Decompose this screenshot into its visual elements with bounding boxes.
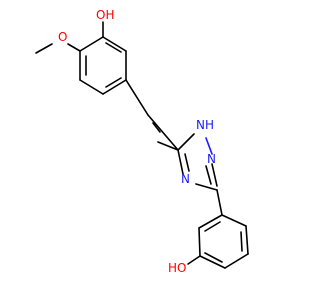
- bond: [102, 79, 127, 95]
- double-bond-inner: [204, 221, 221, 232]
- bond: [177, 149, 184, 175]
- bottom-benzene-ring: [198, 214, 249, 269]
- atom-o-methoxy: O: [58, 30, 67, 44]
- atom-n-left: N: [181, 172, 190, 186]
- double-bond-inner: [240, 231, 243, 252]
- molecule-canvas: OH O NH N N: [35, 8, 249, 275]
- bond-c-o: [67, 43, 81, 52]
- bond: [245, 225, 249, 255]
- double-bond-inner: [204, 252, 223, 263]
- bond: [125, 79, 149, 116]
- bond: [199, 255, 226, 269]
- bond-n-n: [205, 137, 213, 155]
- molecule-structure: OH O NH N N: [35, 8, 249, 275]
- vinyl-linker: [125, 79, 179, 151]
- bond: [198, 214, 223, 229]
- bond-c-oh: [187, 255, 201, 265]
- double-bond-inner: [152, 122, 161, 133]
- bond-triazole-phenyl: [216, 189, 223, 216]
- top-benzene-ring: [79, 36, 127, 95]
- double-bond-inner: [184, 153, 190, 172]
- bond: [79, 79, 104, 95]
- bond: [102, 36, 127, 52]
- bond: [79, 36, 104, 52]
- bond: [195, 183, 218, 191]
- bond: [198, 227, 201, 257]
- bond: [211, 163, 218, 187]
- bond: [221, 214, 247, 227]
- bond: [224, 253, 249, 269]
- atom-n-right: N: [207, 152, 216, 166]
- bond-o-methyl: [35, 43, 53, 54]
- bond: [177, 133, 195, 151]
- double-bond-inner: [205, 165, 212, 185]
- atom-oh-bottom: HO: [168, 261, 186, 275]
- bond: [157, 141, 179, 151]
- atom-nh: NH: [196, 118, 214, 132]
- double-bond-inner: [105, 77, 122, 88]
- atom-oh-top: OH: [96, 8, 114, 22]
- triazole-ring: [177, 133, 218, 191]
- double-bond-inner: [105, 42, 122, 53]
- bond: [147, 114, 179, 151]
